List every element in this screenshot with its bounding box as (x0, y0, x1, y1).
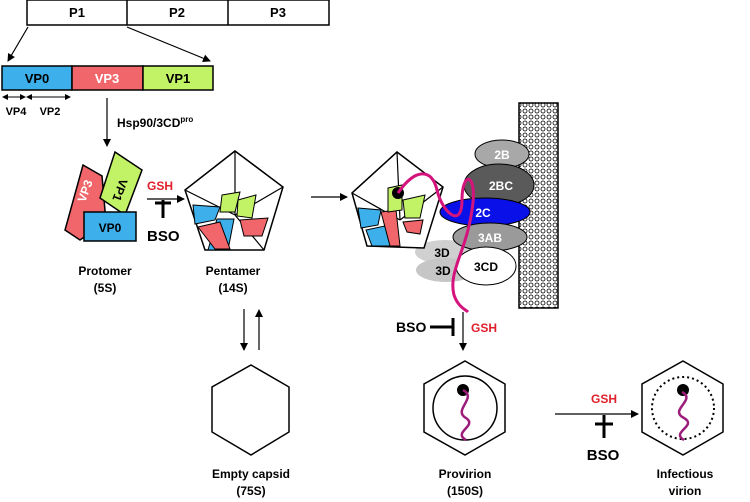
protomer-vp0-label: VP0 (99, 221, 122, 235)
p1-label: P1 (69, 5, 85, 20)
p1-left-arrow (7, 26, 29, 62)
empty-capsid-name: Empty capsid (212, 467, 290, 481)
step3-gsh: GSH (591, 392, 617, 406)
protein-3cd-label: 3CD (474, 260, 498, 274)
vp4-label: VP4 (6, 106, 28, 118)
protein-2c-label: 2C (475, 206, 491, 220)
step3-bso: BSO (587, 447, 620, 464)
protomer: VP3 VP1 VP0 (64, 150, 143, 242)
step2-inhibit-mark (430, 318, 455, 336)
pentamer-sed: (14S) (218, 281, 247, 295)
p2-label: P2 (169, 5, 185, 20)
protein-3d-b-label: 3D (435, 264, 451, 278)
empty-capsid-sed: (75S) (236, 484, 265, 498)
protein-3d-a-label: 3D (434, 246, 450, 260)
pentamer-name: Pentamer (206, 264, 261, 278)
protomer-sed: (5S) (94, 281, 117, 295)
p1-right-arrow (126, 26, 211, 63)
infectious-virion (641, 360, 724, 456)
protein-2bc-label: 2BC (489, 179, 513, 193)
provirion-sed: (150S) (447, 484, 483, 498)
complex-pentamer (351, 151, 444, 249)
provirion-name: Provirion (439, 467, 492, 481)
step3-inhibit-mark (595, 415, 613, 438)
provirion (423, 360, 506, 456)
protomer-name: Protomer (78, 264, 132, 278)
pentamer (184, 150, 284, 251)
step1-bso: BSO (147, 228, 180, 245)
protein-2b-label: 2B (494, 148, 510, 162)
step1-inhibit-mark (155, 200, 171, 218)
virion-name-line1: Infectious (657, 467, 714, 481)
vp2-label: VP2 (40, 106, 61, 118)
step2-gsh: GSH (471, 321, 497, 335)
virion-name-line2: virion (669, 484, 702, 498)
capsid-precursor-bar: VP0 VP3 VP1 (1, 65, 214, 91)
empty-capsid-hexagon (211, 364, 290, 456)
vp0-bar-label: VP0 (25, 71, 50, 86)
vp1-bar-label: VP1 (166, 71, 191, 86)
step2-bso: BSO (396, 319, 426, 335)
complex-rna-strand (396, 172, 475, 314)
vp3-bar-label: VP3 (95, 71, 120, 86)
p3-label: P3 (270, 5, 286, 20)
hsp90-label: Hsp90/3CDpro (117, 115, 193, 130)
protein-3ab-label: 3AB (478, 231, 502, 245)
polyprotein-bar: P1 P2 P3 (26, 0, 330, 26)
replication-complex: 2B 2BC 2C 3AB 3D 3D 3CD (415, 139, 535, 286)
step1-gsh: GSH (147, 179, 173, 193)
